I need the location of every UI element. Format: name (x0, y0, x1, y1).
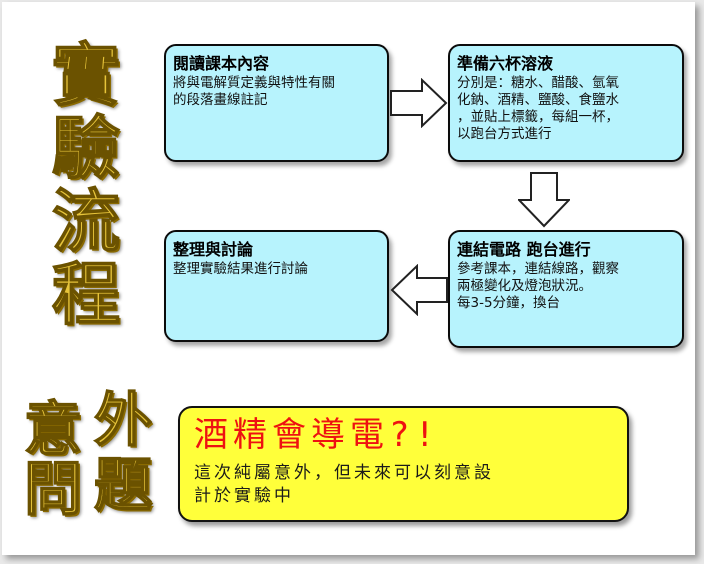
step-title: 閱讀課本內容 (173, 54, 270, 73)
step-organize-discuss: 整理與討論 整理實驗結果進行討論 (164, 230, 389, 342)
accident-label-char: 題 (93, 451, 153, 519)
title-char: 程 (51, 255, 121, 335)
accident-box: 酒精會導電?! 這次純屬意外，但未來可以刻意設 計於實驗中 (178, 406, 629, 522)
step-line: 參考課本，連結線路，觀察 (457, 261, 619, 277)
step-title: 整理與討論 (173, 240, 254, 259)
title-char: 驗 (51, 109, 121, 189)
accident-label-char: 外 (93, 386, 153, 454)
title-char: 實 (51, 36, 121, 116)
step-line: 以跑台方式進行 (457, 126, 552, 142)
step-title: 準備六杯溶液 (457, 54, 554, 73)
arrow-down-icon (518, 172, 570, 228)
accident-label-char: 問 (23, 455, 83, 523)
accident-detail-line: 這次純屬意外，但未來可以刻意設 (194, 463, 494, 483)
step-line: 整理實驗結果進行討論 (173, 261, 308, 277)
step-connect-circuit: 連結電路 跑台進行 參考課本，連結線路，觀察 兩極變化及燈泡狀況。 每3-5分鐘… (448, 230, 684, 348)
vertical-title: 實 驗 流 程 (48, 36, 124, 335)
accident-headline: 酒精會導電?! (194, 415, 440, 455)
title-char: 流 (51, 182, 121, 262)
arrow-left-icon (390, 264, 448, 316)
step-prepare-solutions: 準備六杯溶液 分別是：糖水、醋酸、氫氧 化鈉、酒精、鹽酸、食鹽水 ，並貼上標籤，… (448, 44, 684, 162)
step-read-textbook: 閱讀課本內容 將與電解質定義與特性有關 的段落畫線註記 (164, 44, 389, 162)
step-line: 每3-5分鐘，換台 (457, 295, 561, 311)
step-line: ，並貼上標籤，每組一杯， (457, 109, 619, 125)
step-line: 將與電解質定義與特性有關 (173, 75, 335, 91)
step-line: 分別是：糖水、醋酸、氫氧 (457, 75, 619, 91)
accident-detail: 這次純屬意外，但未來可以刻意設 計於實驗中 (194, 462, 613, 508)
step-title: 連結電路 跑台進行 (457, 240, 591, 259)
accident-label-char: 意 (23, 395, 83, 463)
arrow-right-icon (390, 78, 448, 128)
accident-detail-line: 計於實驗中 (194, 486, 294, 506)
slide: 實 驗 流 程 閱讀課本內容 將與電解質定義與特性有關 的段落畫線註記 準備六杯… (2, 2, 695, 555)
step-line: 化鈉、酒精、鹽酸、食鹽水 (457, 92, 619, 108)
step-line: 兩極變化及燈泡狀況。 (457, 278, 592, 294)
step-line: 的段落畫線註記 (173, 92, 268, 108)
